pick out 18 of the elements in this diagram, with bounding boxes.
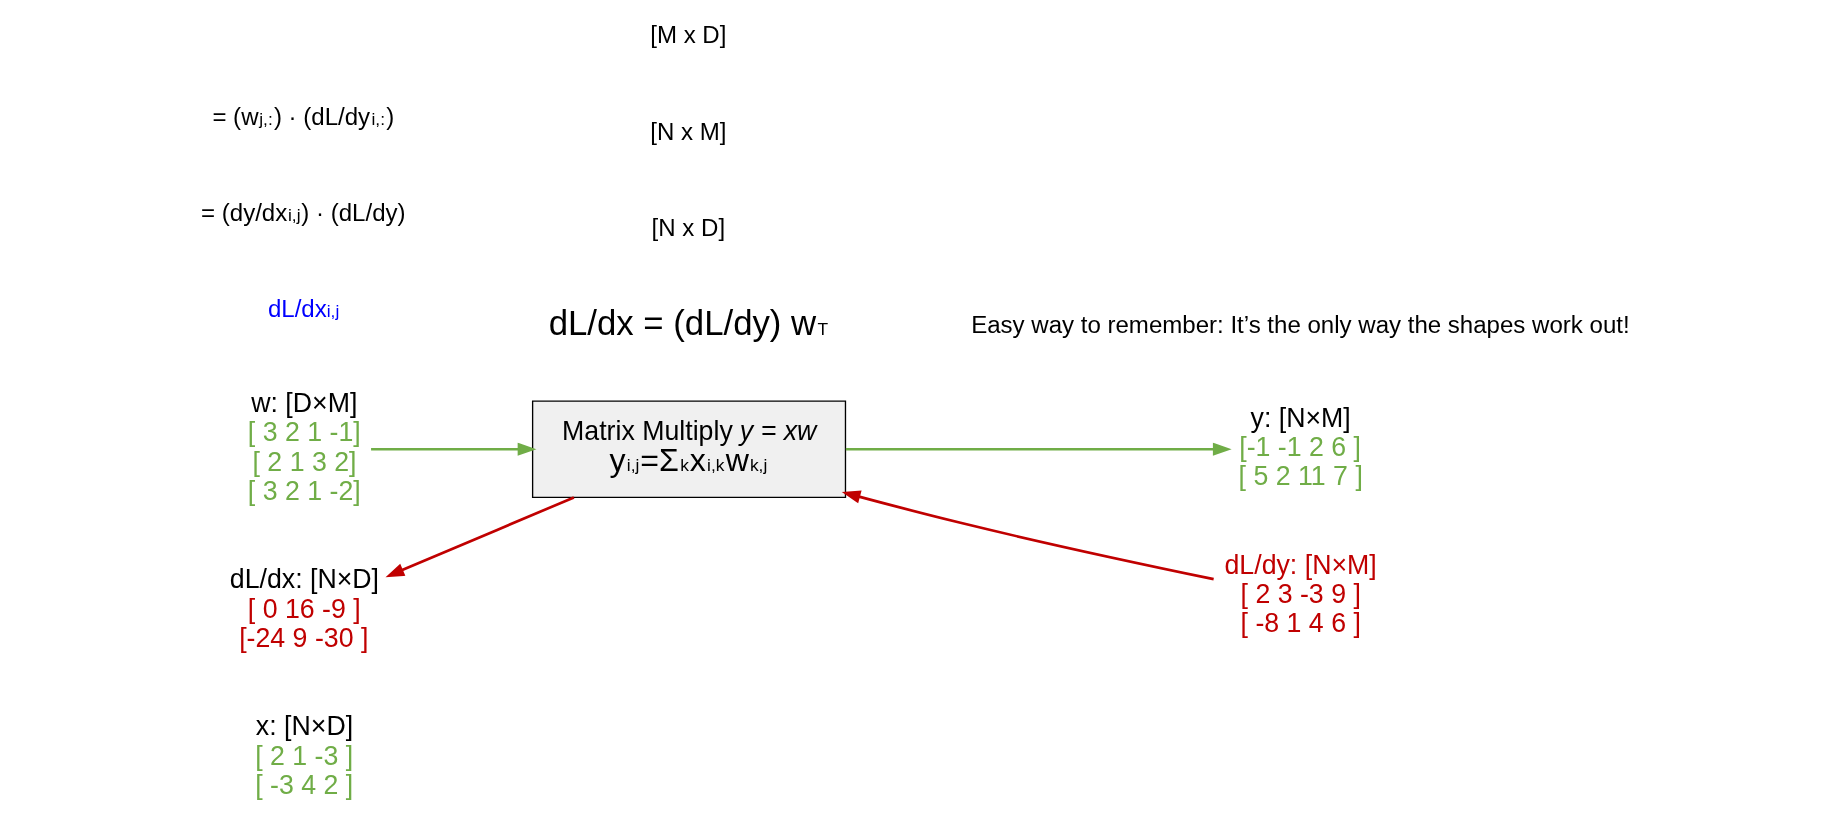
label: dL/dx = (dL/dy) wT xyxy=(548,303,828,342)
arrow xyxy=(385,496,574,578)
label: dL/dxi,j xyxy=(267,295,339,323)
label: [N x M] xyxy=(649,117,726,145)
label: = (dy/dxi,j) · (dL/dy) xyxy=(200,199,406,227)
node-text: w: [D×M] [ 3 2 1 -1] [ 2 1 3 2] [ 3 2 1 -2] xyxy=(247,387,361,507)
node-text: dL/dx: [N×D] [ 0 16 -9 ] [-24 9 -30 ] xyxy=(229,564,379,654)
arrow xyxy=(845,442,1232,456)
label: Easy way to remember: It’s the only way the shapes work out! xyxy=(970,311,1630,339)
arrow xyxy=(370,442,536,456)
label: = (wj,:) · (dL/dyi,:) xyxy=(211,102,394,130)
node-box: Matrix Multiply y = xw yi,j=Σkxi,kwk,j xyxy=(531,400,846,499)
node-text: x: [N×D] [ 2 1 -3 ] [ -3 4 2 ] xyxy=(254,711,353,801)
label: [M x D] xyxy=(649,21,726,49)
node-text: dL/dy: [N×M] [ 2 3 -3 9 ] [ -8 1 4 6 ] xyxy=(1224,549,1377,639)
label: [N x D] xyxy=(651,213,725,241)
arrow xyxy=(841,490,1214,581)
node-text: y: [N×M] [-1 -1 2 6 ] [ 5 2 11 7 ] xyxy=(1238,402,1363,492)
